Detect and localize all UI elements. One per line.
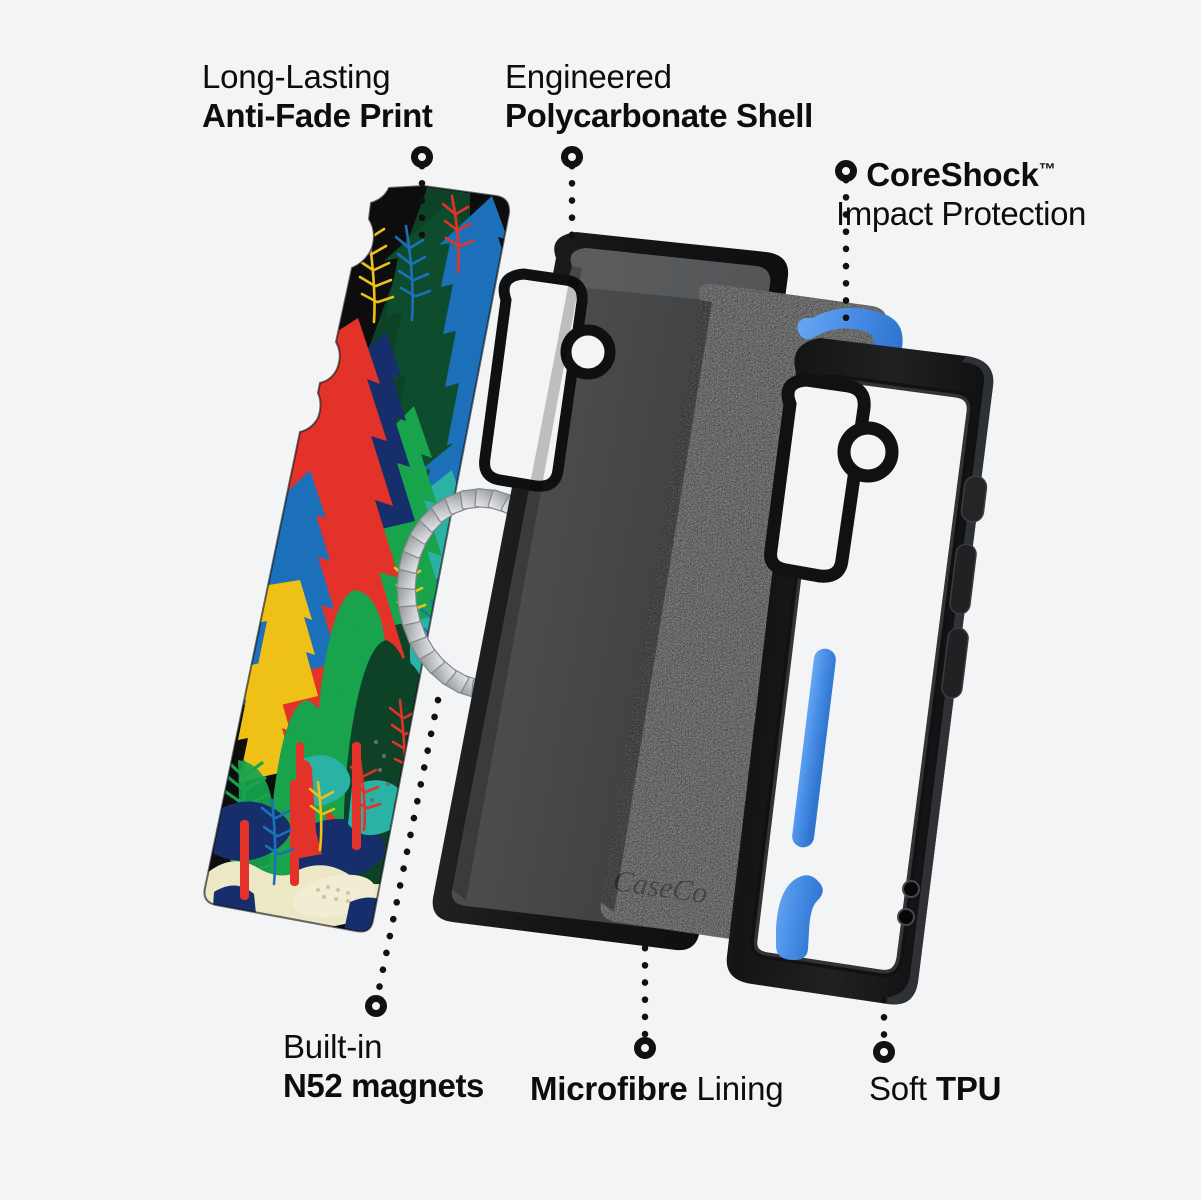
callout-tpu-bold: TPU [935,1070,1002,1107]
leader-dot-coreshock [835,160,857,182]
callout-soft-tpu: Soft TPU [869,1070,1001,1109]
callout-microfibre-bold: Microfibre [530,1070,688,1107]
callout-coreshock-line2: Impact Protection [836,194,1086,232]
callout-polycarbonate-line2: Polycarbonate Shell [505,96,813,134]
callout-polycarbonate-line1: Engineered [505,58,672,95]
leader-endpoints [365,146,895,1063]
callout-anti-fade-print: Long-Lasting Anti-Fade Print [202,58,433,135]
callout-anti-fade-line2: Anti-Fade Print [202,96,433,134]
callout-coreshock-name: CoreShock [866,156,1039,193]
callout-anti-fade-line1: Long-Lasting [202,58,391,95]
leader-dot-polycarbonate [561,146,583,168]
leader-dot-microfibre [634,1037,656,1059]
leader-dot-anti-fade [411,146,433,168]
leader-n52 [374,696,442,998]
callout-coreshock: CoreShock™ Impact Protection [836,156,1086,233]
callout-coreshock-line1: CoreShock™ [836,156,1086,195]
leader-lines [374,162,888,1046]
callout-n52-line1: Built-in [283,1028,383,1065]
callout-polycarbonate-shell: Engineered Polycarbonate Shell [505,58,813,135]
callout-n52-line2: N52 magnets [283,1066,485,1104]
coreshock-accent-bottom [776,875,823,961]
leader-dot-n52 [365,995,387,1017]
leader-dot-tpu [873,1041,895,1063]
callout-microfibre-regular: Lining [687,1070,784,1107]
callout-tpu-regular: Soft [869,1070,936,1107]
coreshock-accent-side [792,648,836,848]
layer-tpu-frame [726,307,994,1005]
callout-n52-magnets: Built-in N52 magnets [283,1028,484,1105]
trademark-symbol: ™ [1038,160,1056,179]
callout-microfibre-lining: Microfibre Lining [530,1070,784,1109]
tpu-side-buttons [897,475,988,926]
